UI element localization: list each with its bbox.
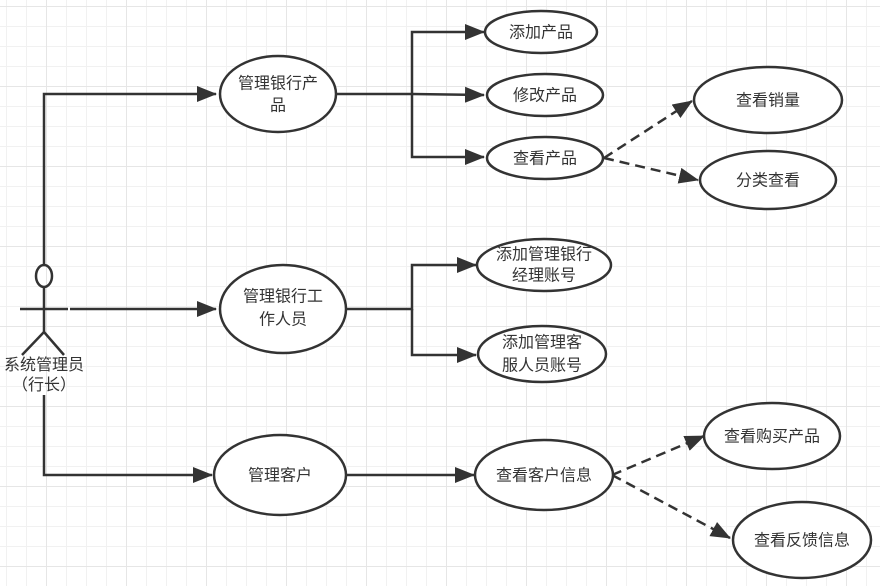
use-case-label: 添加产品 [509, 23, 573, 42]
use-case-label-line-2: 作人员 [259, 310, 307, 329]
actor-right-leg [43, 331, 65, 356]
use-case-label: 管理客户 [248, 466, 312, 485]
use-case-ellipse [698, 149, 838, 211]
edge-actor-to-manage-products [42, 86, 217, 265]
use-case-ellipse [476, 324, 608, 384]
actor-left-leg [21, 331, 45, 356]
use-case-add-service-account[interactable]: 添加管理客 服人员账号 [476, 324, 608, 384]
use-case-ellipse [702, 401, 842, 471]
actor-label-line-1: 系统管理员 [4, 355, 84, 374]
use-case-ellipse [212, 433, 348, 517]
use-case-label: 查看产品 [513, 149, 577, 168]
use-case-label-line-2: 服人员账号 [502, 356, 582, 375]
use-case-manage-customers[interactable]: 管理客户 [212, 433, 348, 517]
use-case-label-line-1: 管理银行工 [243, 287, 323, 306]
use-case-ellipse [692, 65, 844, 135]
edge-manage-products-to-add-product [336, 24, 485, 96]
use-case-view-sales[interactable]: 查看销量 [692, 65, 844, 135]
use-case-add-manager-account[interactable]: 添加管理银行 经理账号 [475, 237, 613, 293]
edge-manage-products-to-view-product [410, 94, 485, 165]
use-case-view-purchased-products[interactable]: 查看购买产品 [702, 401, 842, 471]
use-case-add-product[interactable]: 添加产品 [483, 9, 599, 55]
use-case-ellipse [475, 237, 613, 293]
edge-view-customer-info-to-view-purchased-products [611, 434, 705, 477]
use-case-manage-products[interactable]: 管理银行产 品 [218, 54, 338, 134]
use-case-ellipse [731, 500, 873, 580]
use-case-ellipse [483, 9, 599, 55]
use-case-label-line-2: 经理账号 [512, 266, 576, 285]
edge-manage-products-to-edit-product [411, 86, 485, 103]
use-case-label: 分类查看 [736, 171, 800, 190]
edges [42, 24, 731, 540]
use-case-label-line-2: 品 [270, 96, 286, 115]
edge-manage-staff-to-add-service-account [410, 309, 477, 363]
use-case-ellipse [218, 54, 338, 134]
use-case-label: 查看购买产品 [724, 427, 820, 446]
edge-view-customer-info-to-view-feedback [611, 473, 731, 540]
use-case-view-product[interactable]: 查看产品 [485, 135, 605, 181]
actor-head [34, 263, 54, 289]
use-case-view-by-category[interactable]: 分类查看 [698, 149, 838, 211]
use-case-manage-staff[interactable]: 管理银行工 作人员 [218, 263, 348, 355]
use-case-ellipse [218, 263, 348, 355]
edge-view-product-to-view-sales [603, 99, 693, 160]
edge-view-product-to-view-by-category [603, 156, 699, 184]
actor-label-line-2: （行长） [12, 375, 76, 394]
use-case-label-line-1: 添加管理银行 [496, 245, 592, 264]
actor-system-admin[interactable]: 系统管理员 （行长） [4, 263, 84, 394]
use-case-label: 查看反馈信息 [754, 531, 850, 550]
edge-actor-to-manage-customers [42, 395, 213, 483]
use-case-view-feedback[interactable]: 查看反馈信息 [731, 500, 873, 580]
use-case-ellipse [485, 135, 605, 181]
use-case-label-line-1: 管理银行产 [238, 74, 318, 93]
use-case-edit-product[interactable]: 修改产品 [485, 72, 605, 118]
edge-manage-staff-to-add-manager-account [346, 257, 477, 311]
use-case-view-customer-info[interactable]: 查看客户信息 [473, 438, 615, 512]
use-case-ellipse [485, 72, 605, 118]
use-case-label: 查看销量 [736, 91, 800, 110]
use-case-label: 修改产品 [513, 86, 577, 105]
use-case-ellipse [473, 438, 615, 512]
use-case-label-line-1: 添加管理客 [502, 333, 582, 352]
use-case-label: 查看客户信息 [496, 466, 592, 485]
